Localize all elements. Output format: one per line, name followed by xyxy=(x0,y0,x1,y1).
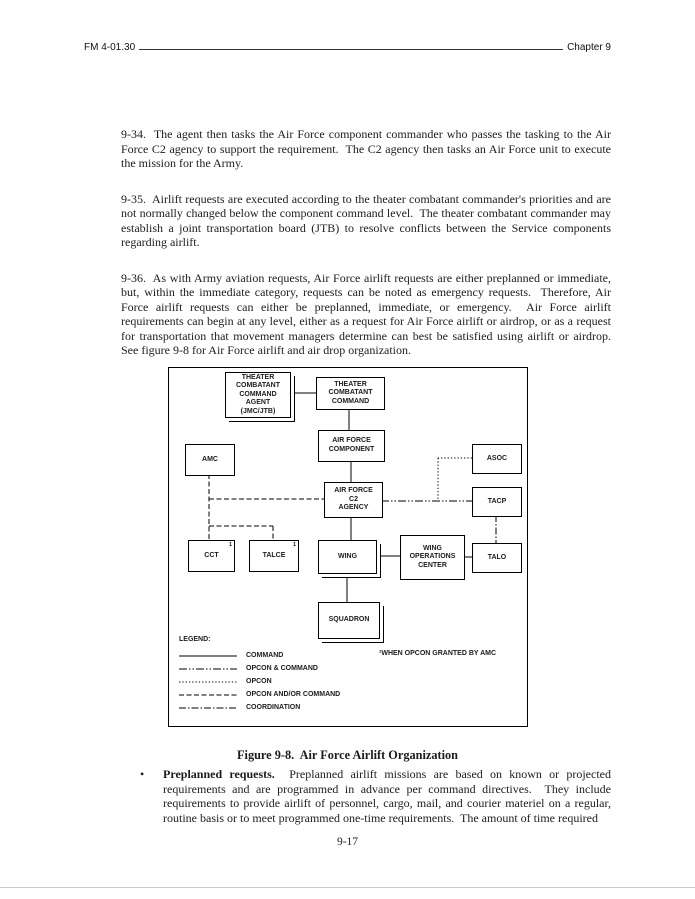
org-box-talo: TALO xyxy=(472,543,522,573)
org-box-theater-combatant-command: THEATER COMBATANT COMMAND xyxy=(316,377,385,410)
header-chapter: Chapter 9 xyxy=(567,42,611,53)
paragraph-9-34: 9-34. The agent then tasks the Air Force… xyxy=(121,127,614,170)
org-box-wing-operations-center: WING OPERATIONS CENTER xyxy=(400,535,465,580)
legend-item-coordination: COORDINATION xyxy=(179,701,340,714)
figure-9-8-diagram: THEATER COMBATANT COMMAND AGENT (JMC/JTB… xyxy=(168,367,528,727)
org-box-label: AMC xyxy=(202,455,218,463)
legend-line-command xyxy=(179,655,237,656)
org-box-label: AIR FORCE COMPONENT xyxy=(328,437,375,453)
org-box-theater-combatant-command-agent: THEATER COMBATANT COMMAND AGENT (JMC/JTB… xyxy=(225,372,291,418)
org-box-label: TALCE xyxy=(262,551,286,559)
bullet-lead: Preplanned requests. xyxy=(163,767,275,781)
legend-label: COORDINATION xyxy=(246,704,301,711)
page-edge-line xyxy=(0,887,695,888)
legend: LEGEND: COMMAND OPCON & COMMAND OPCON OP… xyxy=(179,636,340,714)
org-box-footnote-marker: 1 xyxy=(292,542,296,548)
bullet-text: Preplanned requests. Preplanned airlift … xyxy=(163,767,611,825)
org-box-air-force-c2-agency: AIR FORCE C2 AGENCY xyxy=(324,482,383,518)
body-text: 9-34. The agent then tasks the Air Force… xyxy=(121,127,611,379)
org-box-label: THEATER COMBATANT COMMAND AGENT (JMC/JTB… xyxy=(235,373,281,415)
paragraph-9-36: 9-36. As with Army aviation requests, Ai… xyxy=(121,270,617,358)
org-box-wing: WING xyxy=(318,540,377,574)
paragraph-9-35: 9-35. Airlift requests are executed acco… xyxy=(121,191,614,250)
org-box-air-force-component: AIR FORCE COMPONENT xyxy=(318,430,385,462)
legend-label: OPCON xyxy=(246,678,272,685)
legend-title: LEGEND: xyxy=(179,636,211,643)
legend-label: COMMAND xyxy=(246,652,284,659)
legend-label: OPCON & COMMAND xyxy=(246,665,318,672)
org-box-amc: AMC xyxy=(185,444,235,476)
legend-line-opcon-andor-command xyxy=(179,694,237,695)
org-box-footnote-marker: 1 xyxy=(228,542,232,548)
org-box-label: WING xyxy=(337,552,358,560)
legend-line-opcon xyxy=(179,681,237,682)
header-rule xyxy=(139,39,564,50)
org-box-label: TACP xyxy=(487,497,507,505)
org-box-label: WING OPERATIONS CENTER xyxy=(409,544,456,569)
org-box-talce: TALCE 1 xyxy=(249,540,299,572)
org-box-label: THEATER COMBATANT COMMAND xyxy=(328,380,373,405)
org-box-cct: CCT 1 xyxy=(188,540,235,572)
legend-label: OPCON AND/OR COMMAND xyxy=(246,691,341,698)
figure-caption: Figure 9-8. Air Force Airlift Organizati… xyxy=(237,748,458,763)
bullet-icon: • xyxy=(140,767,145,781)
org-box-squadron: SQUADRON xyxy=(318,602,380,639)
org-box-tacp: TACP xyxy=(472,487,522,517)
org-box-label: AIR FORCE C2 AGENCY xyxy=(334,487,373,512)
legend-item-command: COMMAND xyxy=(179,649,340,662)
legend-item-opcon: OPCON xyxy=(179,675,340,688)
legend-line-coordination xyxy=(179,707,237,708)
org-box-label: TALO xyxy=(487,553,507,561)
org-box-label: SQUADRON xyxy=(328,616,370,624)
header-doc-number: FM 4-01.30 xyxy=(84,42,136,53)
org-box-label: ASOC xyxy=(486,454,508,462)
org-box-label: CCT xyxy=(204,551,219,559)
page-number: 9-17 xyxy=(336,836,359,848)
legend-item-opcon-and-command: OPCON & COMMAND xyxy=(179,662,340,675)
page-header: FM 4-01.30 Chapter 9 xyxy=(84,39,611,53)
legend-item-opcon-andor-command: OPCON AND/OR COMMAND xyxy=(179,688,340,701)
legend-line-opcon-and-command xyxy=(179,668,237,669)
bullet-paragraph-preplanned-requests: • Preplanned requests. Preplanned airlif… xyxy=(140,767,611,825)
figure-footnote: ¹WHEN OPCON GRANTED BY AMC xyxy=(379,650,497,657)
org-box-asoc: ASOC xyxy=(472,444,522,474)
bullet-body: Preplanned airlift missions are based on… xyxy=(163,767,614,825)
org-chart-connectors xyxy=(208,392,497,602)
